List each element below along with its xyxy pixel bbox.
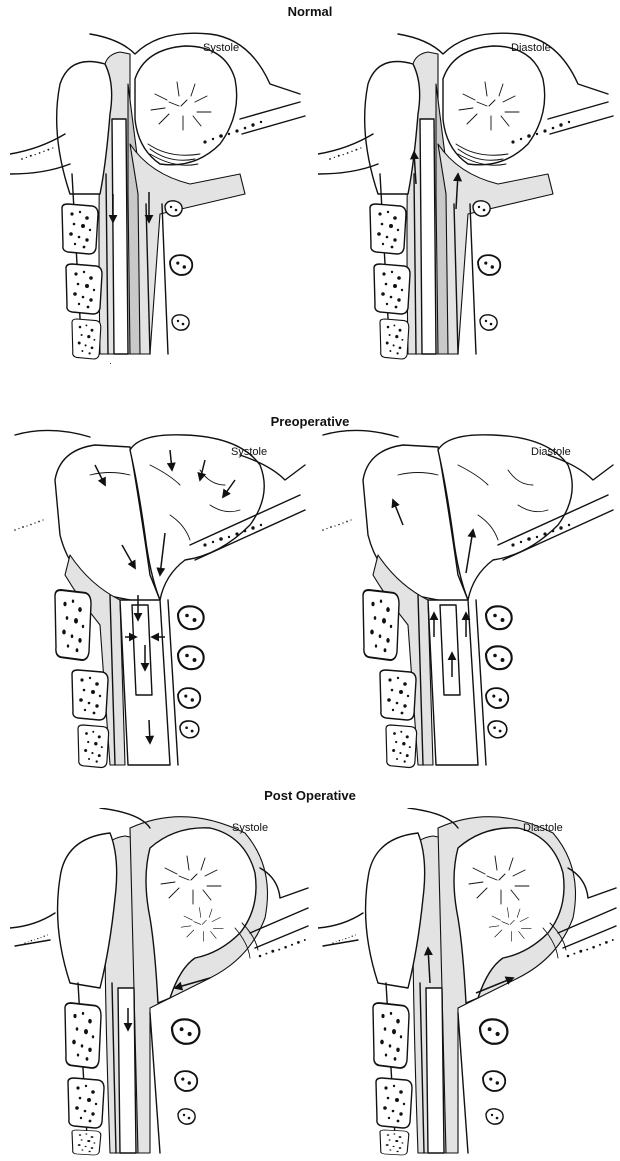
normal-systole-panel: Systole — [10, 24, 310, 364]
section-title-normal: Normal — [0, 4, 620, 19]
preoperative-diastole-illustration — [318, 425, 618, 770]
preoperative-diastole-label: Diastole — [531, 446, 571, 458]
preoperative-diastole-panel: Diastole — [318, 425, 618, 770]
postoperative-diastole-illustration — [318, 808, 618, 1158]
postoperative-systole-illustration — [10, 808, 310, 1158]
postoperative-diastole-label: Diastole — [523, 822, 563, 834]
preoperative-systole-label: Systole — [231, 446, 267, 458]
normal-systole-label: Systole — [203, 42, 239, 54]
preoperative-systole-panel: Systole — [10, 425, 310, 770]
normal-diastole-label: Diastole — [511, 42, 551, 54]
postoperative-systole-label: Systole — [232, 822, 268, 834]
normal-systole-illustration — [10, 24, 310, 364]
postoperative-diastole-panel: Diastole — [318, 808, 618, 1158]
section-title-post-operative: Post Operative — [0, 788, 620, 803]
postoperative-systole-panel: Systole — [10, 808, 310, 1158]
normal-diastole-illustration — [318, 24, 618, 364]
normal-diastole-panel: Diastole — [318, 24, 618, 364]
preoperative-systole-illustration — [10, 425, 310, 770]
